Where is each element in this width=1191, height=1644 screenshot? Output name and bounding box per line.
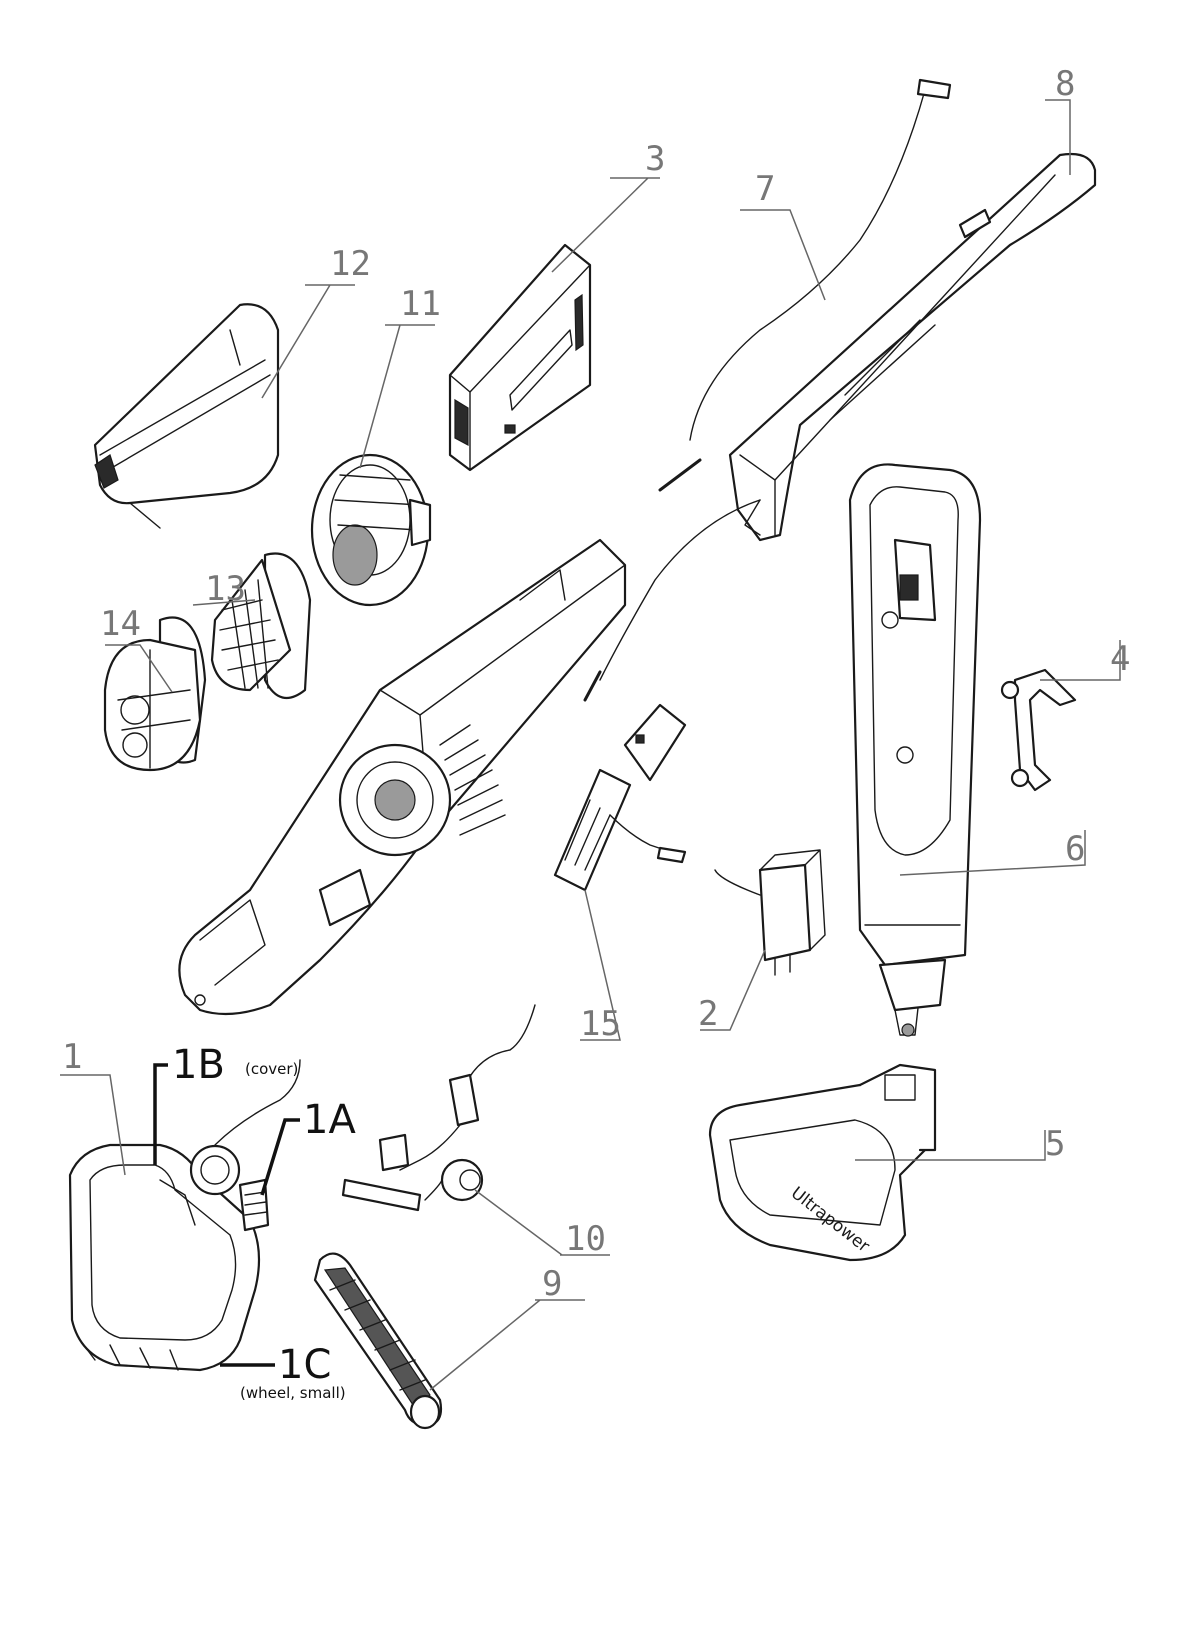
callout-5: 5	[1045, 1124, 1065, 1164]
callout-9: 9	[542, 1264, 562, 1304]
callout-1B-note: (cover)	[245, 1060, 298, 1078]
callout-4: 4	[1110, 639, 1130, 679]
part-3-battery[interactable]	[448, 243, 592, 472]
callout-14: 14	[100, 604, 141, 644]
part-11-motor-housing[interactable]	[310, 453, 432, 607]
callout-3: 3	[645, 139, 665, 179]
callout-2: 2	[698, 994, 718, 1034]
callout-labels: 8 7 3 12 11 13 14 4 6 15 2 5 10 9 1 1B (…	[62, 64, 1130, 1402]
main-body[interactable]	[178, 538, 627, 1016]
part-1-floor-head[interactable]	[68, 1059, 301, 1372]
callout-7: 7	[755, 169, 775, 209]
callout-1: 1	[62, 1037, 82, 1077]
part-4-bracket[interactable]	[1000, 668, 1077, 792]
part-12-dust-bowl[interactable]	[93, 303, 280, 529]
callout-13: 13	[205, 569, 246, 609]
leader-lines	[60, 99, 1121, 1391]
part-7-wire-harness[interactable]	[658, 78, 952, 492]
callout-15: 15	[580, 1004, 621, 1044]
part-15-pcb[interactable]	[553, 703, 687, 892]
callout-11: 11	[400, 284, 441, 324]
part-8-handle[interactable]	[728, 152, 1097, 542]
part-2-charger[interactable]	[714, 849, 826, 976]
part-9-brush-roll[interactable]	[313, 1252, 443, 1430]
charge-wire	[583, 499, 761, 702]
part-10-motor[interactable]	[341, 1004, 536, 1212]
callout-1B: 1B	[172, 1042, 225, 1088]
part-14-prefilter[interactable]	[103, 616, 207, 772]
callout-10: 10	[565, 1219, 606, 1259]
callout-1C: 1C	[278, 1342, 331, 1388]
callout-1A: 1A	[303, 1097, 356, 1143]
callout-12: 12	[330, 244, 371, 284]
callout-6: 6	[1065, 829, 1085, 869]
part-13-filter[interactable]	[210, 552, 312, 700]
callout-1C-note: (wheel, small)	[240, 1384, 346, 1402]
part-6-dock[interactable]	[848, 463, 982, 1037]
callout-8: 8	[1055, 64, 1075, 104]
part-5-crevice-tool[interactable]: Ultrapower	[708, 1063, 937, 1262]
